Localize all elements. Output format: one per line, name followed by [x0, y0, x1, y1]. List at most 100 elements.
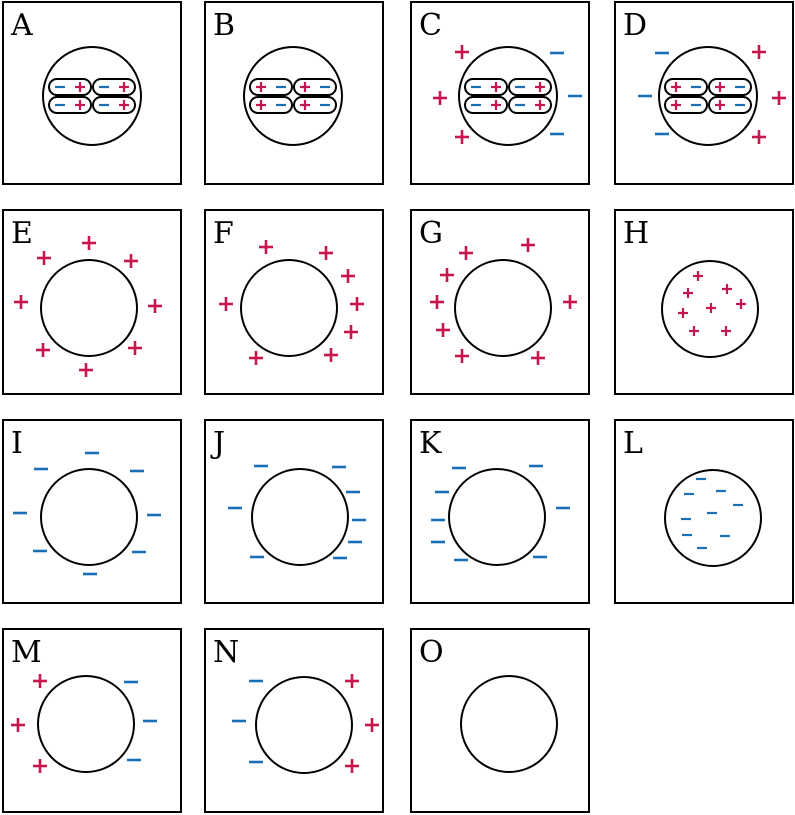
positive-charge [491, 82, 501, 92]
sphere-outline [37, 675, 135, 773]
panel-label: E [11, 216, 33, 251]
sphere-outline [458, 46, 558, 146]
positive-charge [752, 130, 766, 144]
polarized-molecule [92, 78, 136, 96]
molecule-group [464, 78, 552, 114]
molecule-outline [508, 78, 552, 96]
positive-charge [455, 130, 469, 144]
panel-label: K [419, 426, 442, 461]
positive-charge [365, 718, 379, 732]
panel-o: O [410, 628, 590, 813]
polarized-molecule [708, 78, 752, 96]
molecule-outline [464, 96, 508, 114]
sphere-outline [448, 468, 546, 566]
sphere-outline [661, 260, 759, 358]
positive-charge [11, 718, 25, 732]
panel-d: D [614, 1, 794, 185]
positive-charge [256, 82, 266, 92]
surface-charges [232, 674, 379, 773]
positive-charge [706, 303, 716, 313]
positive-charge [300, 82, 310, 92]
molecule-outline [708, 78, 752, 96]
positive-charge [715, 100, 725, 110]
positive-charge [693, 271, 703, 281]
molecule-outline [249, 96, 293, 114]
positive-charge [455, 349, 469, 363]
polarized-molecule [708, 96, 752, 114]
molecule-outline [464, 78, 508, 96]
positive-charge [722, 284, 732, 294]
polarized-molecule [464, 78, 508, 96]
panel-f: F [204, 209, 384, 395]
polarized-molecule [293, 78, 337, 96]
panel-frame [2, 419, 182, 604]
positive-charge [350, 297, 364, 311]
positive-charge [148, 299, 162, 313]
surface-charges [433, 45, 582, 144]
molecule-outline [48, 96, 92, 114]
positive-charge [531, 351, 545, 365]
panel-label: C [419, 8, 442, 43]
molecule-outline [48, 78, 92, 96]
positive-charge [319, 246, 333, 260]
polarized-molecule [464, 96, 508, 114]
panel-m: M [2, 628, 182, 813]
panel-frame [614, 419, 794, 604]
positive-charge [440, 268, 454, 282]
polarized-molecule [293, 96, 337, 114]
polarized-molecule [48, 96, 92, 114]
panel-frame [204, 1, 384, 185]
polarized-molecule [249, 78, 293, 96]
positive-charge [671, 100, 681, 110]
molecule-outline [664, 96, 708, 114]
polarized-molecule [508, 96, 552, 114]
positive-charge [433, 91, 447, 105]
molecule-outline [249, 78, 293, 96]
positive-charge [689, 326, 699, 336]
positive-charge [455, 45, 469, 59]
molecule-group [48, 78, 136, 114]
polarized-molecule [508, 78, 552, 96]
positive-charge [128, 341, 142, 355]
positive-charge [119, 82, 129, 92]
positive-charge [341, 269, 355, 283]
positive-charge [324, 348, 338, 362]
sphere-outline [251, 468, 349, 566]
positive-charge [772, 91, 786, 105]
surface-charges [13, 451, 161, 576]
positive-charge [563, 295, 577, 309]
panel-label: G [419, 216, 443, 251]
molecule-outline [293, 96, 337, 114]
positive-charge [491, 100, 501, 110]
panel-frame [614, 209, 794, 395]
surface-charges [11, 674, 157, 773]
sphere-outline [240, 259, 338, 357]
positive-charge [752, 45, 766, 59]
positive-charge [678, 308, 688, 318]
positive-charge [33, 674, 47, 688]
positive-charge [219, 297, 233, 311]
panel-b: B [204, 1, 384, 185]
polarized-molecule [664, 78, 708, 96]
panel-label: B [213, 8, 235, 43]
sphere-outline [255, 676, 353, 774]
panel-h: H [614, 209, 794, 395]
molecule-outline [293, 78, 337, 96]
positive-charge [36, 343, 50, 357]
positive-charge [721, 326, 731, 336]
panel-frame [2, 1, 182, 185]
positive-charge [430, 295, 444, 309]
sphere-outline [40, 468, 138, 566]
positive-charge [683, 288, 693, 298]
positive-charge [345, 759, 359, 773]
positive-charge [33, 759, 47, 773]
sphere-outline [243, 46, 343, 146]
positive-charge [37, 251, 51, 265]
positive-charge [736, 299, 746, 309]
positive-charge [459, 246, 473, 260]
positive-charge [436, 323, 450, 337]
surface-charges [430, 238, 577, 365]
molecule-outline [708, 96, 752, 114]
positive-charge [300, 100, 310, 110]
